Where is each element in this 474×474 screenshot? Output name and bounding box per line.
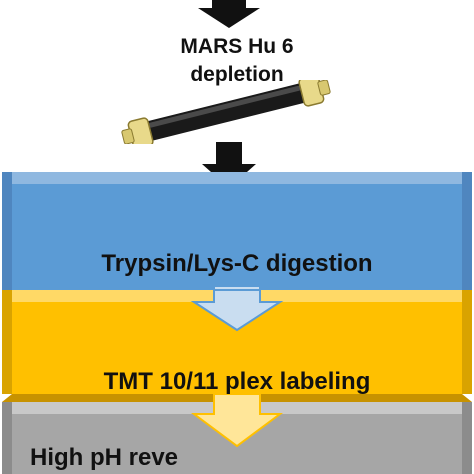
- step-1-label: Trypsin/Lys-C digestion: [101, 250, 373, 277]
- depletion-column-icon: [121, 80, 331, 144]
- step-2-label: TMT 10/11 plex labeling: [103, 368, 371, 395]
- down-arrow-icon: [202, 142, 256, 188]
- step-3-label: High pH reve: [30, 444, 179, 471]
- down-arrow-outline-icon: [190, 393, 284, 448]
- depletion-label-line1: MARS Hu 6: [180, 35, 294, 58]
- depletion-label-line2: depletion: [190, 63, 284, 86]
- down-arrow-icon: [198, 0, 260, 28]
- depletion-label: MARS Hu 6 depletion: [0, 33, 474, 89]
